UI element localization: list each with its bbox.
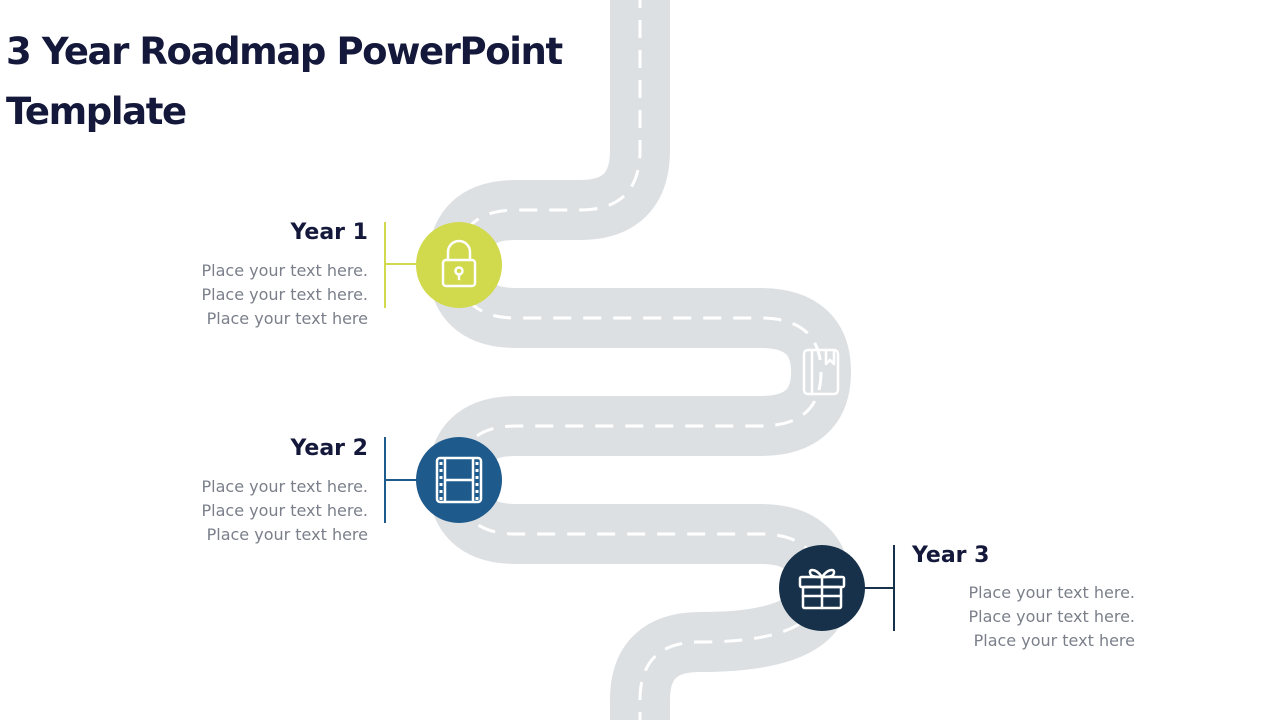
milestone-text-line: Place your text here	[973, 631, 1135, 650]
milestone-description: Place your text here. Place your text he…	[168, 475, 369, 547]
film-strip-icon	[435, 456, 483, 504]
milestone-text-line: Place your text here.	[968, 607, 1136, 626]
milestone-label: Year 3	[912, 543, 990, 568]
lock-icon	[441, 239, 477, 288]
gift-icon	[798, 568, 846, 610]
milestone-node	[416, 437, 502, 523]
milestone-text-line: Place your text here.	[201, 477, 369, 496]
road-surface	[428, 0, 851, 720]
milestone-node	[779, 545, 865, 631]
road-center-markings	[456, 0, 823, 720]
book-icon	[802, 348, 840, 396]
milestone-connector	[860, 587, 895, 589]
milestone-bracket-line	[384, 222, 386, 308]
milestone-connector	[384, 263, 418, 265]
milestone-text-line: Place your text here.	[201, 501, 369, 520]
milestone-text-line: Place your text here	[206, 309, 368, 328]
milestone-node	[416, 222, 502, 308]
milestone-text-line: Place your text here.	[968, 583, 1136, 602]
milestone-text-line: Place your text here.	[201, 285, 369, 304]
milestone-text-line: Place your text here	[206, 525, 368, 544]
milestone-connector	[384, 479, 418, 481]
milestone-label: Year 1	[290, 220, 369, 245]
milestone-text-line: Place your text here.	[201, 261, 369, 280]
milestone-description: Place your text here. Place your text he…	[168, 259, 369, 331]
slide-title: 3 Year Roadmap PowerPoint Template	[6, 30, 563, 133]
milestone-description: Place your text here. Place your text he…	[935, 581, 1136, 653]
milestone-label: Year 2	[290, 436, 369, 461]
